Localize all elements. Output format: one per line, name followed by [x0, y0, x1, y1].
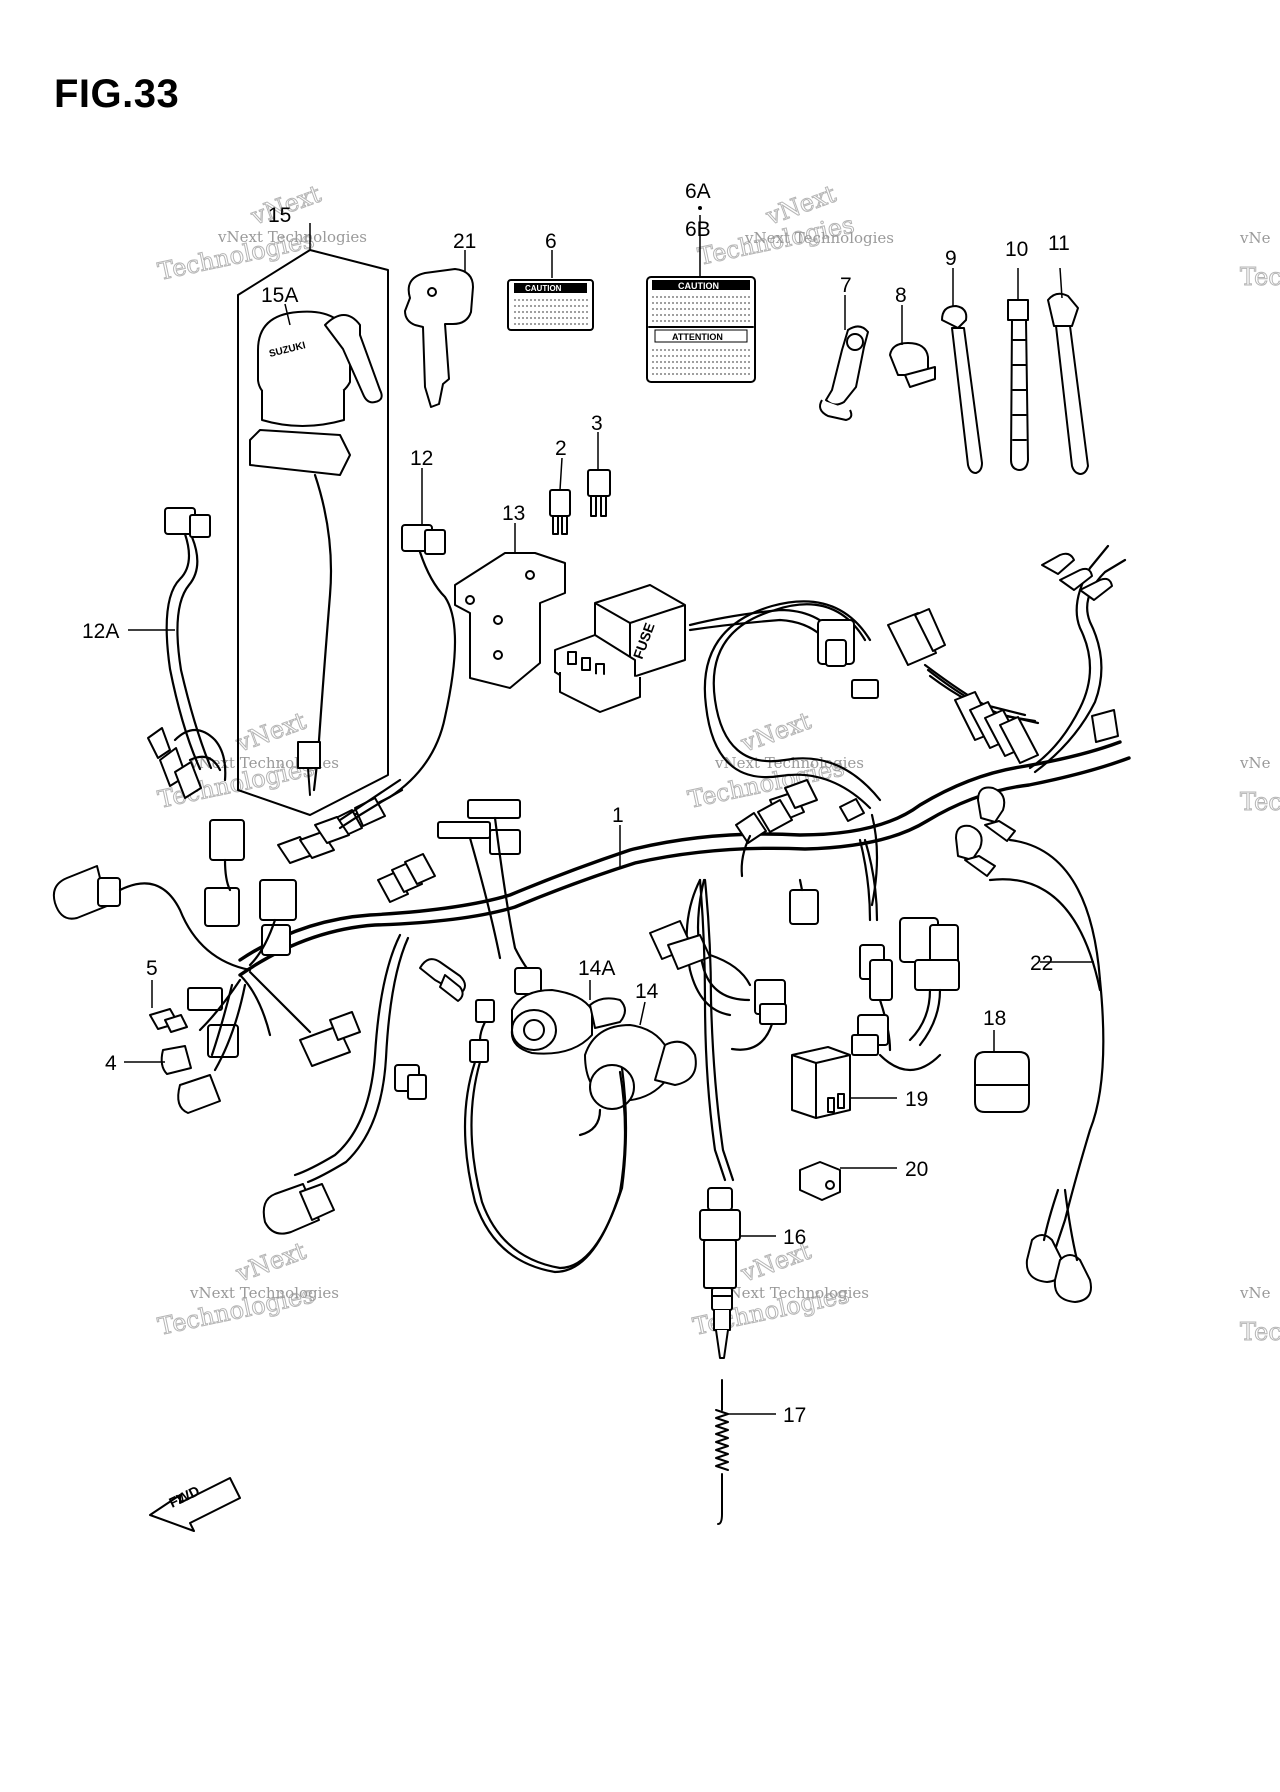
svg-text:Tec: Tec	[1240, 788, 1280, 816]
caution-small-text: CAUTION	[525, 284, 562, 293]
watermark-top-center: Technologies vNext Technologies vNext	[695, 179, 894, 271]
callout-3: 3	[591, 412, 603, 435]
callout-6a: 6A	[685, 180, 711, 203]
callout-14a: 14A	[578, 957, 615, 980]
cable-tie-9	[941, 305, 983, 474]
callout-21: 21	[453, 230, 476, 253]
callout-17: 17	[783, 1404, 806, 1427]
callout-14: 14	[635, 980, 659, 1003]
svg-text:vNext: vNext	[737, 707, 815, 758]
ignition-key	[404, 268, 474, 408]
callout-7: 7	[840, 274, 852, 297]
svg-text:vNe: vNe	[1239, 754, 1271, 772]
callout-12a: 12A	[82, 620, 119, 643]
main-wiring-harness	[238, 544, 1131, 1017]
sensor-16	[698, 878, 741, 1359]
leader-lines	[124, 215, 1094, 1415]
key-blank	[404, 268, 474, 408]
figure-title: FIG.33	[54, 72, 180, 116]
cable-tie-11	[1047, 292, 1089, 475]
svg-text:vNext Technologies: vNext Technologies	[217, 228, 367, 246]
callout-20: 20	[905, 1158, 928, 1181]
callout-4: 4	[105, 1052, 117, 1075]
svg-text:vNext Technologies: vNext Technologies	[719, 1284, 869, 1302]
callout-6: 6	[545, 230, 557, 253]
sub-harness-12a	[147, 507, 227, 799]
connector-cluster-center	[377, 779, 865, 1274]
ignition-key-inserted	[324, 314, 383, 404]
wire-clip-8	[889, 342, 936, 388]
callout-2: 2	[555, 437, 567, 460]
svg-text:vNext: vNext	[232, 1237, 310, 1288]
svg-text:vNext Technologies: vNext Technologies	[189, 1284, 339, 1302]
ignition-switch-lead	[312, 473, 333, 792]
callout-15: 15	[268, 204, 291, 227]
watermark-top-left: Technologies vNext Technologies vNext	[155, 179, 367, 286]
ignition-switch-connector	[297, 741, 321, 769]
callout-19: 19	[905, 1088, 928, 1111]
callout-15a: 15A	[261, 284, 298, 307]
callout-6b: 6B	[685, 218, 711, 241]
callout-8: 8	[895, 284, 907, 307]
ignition-switch-assembly: SUZUKI	[237, 249, 389, 816]
callout-12: 12	[410, 447, 433, 470]
callout-22: 22	[1030, 952, 1053, 975]
caution-attention-label: CAUTION ATTENTION	[646, 276, 756, 383]
callout-numbers: 15 15A 21 6 6A 6B 7 8 9 10 11 12 12A 13 …	[82, 180, 1070, 1427]
forward-arrow: FWD	[149, 1477, 241, 1532]
watermark-bottom-left: Technologies vNext Technologies vNext	[155, 1236, 339, 1341]
caution-label-small: CAUTION	[507, 279, 594, 331]
callout-11: 11	[1048, 232, 1070, 255]
fuse-box-bracket	[454, 552, 566, 689]
watermark-right-edge: vNe Tec vNe Tec vNe Tec	[1239, 229, 1280, 1347]
fuse-2	[549, 489, 571, 535]
sub-harness-12	[331, 524, 457, 839]
callout-1: 1	[612, 804, 624, 827]
callout-10: 10	[1005, 238, 1028, 261]
svg-text:vNext Technologies: vNext Technologies	[744, 229, 894, 247]
wire-clamp-7	[819, 325, 869, 421]
callout-13: 13	[502, 502, 525, 525]
ignition-switch-cylinder	[261, 390, 345, 427]
spring-17	[715, 1379, 729, 1525]
svg-text:Tec: Tec	[1240, 1318, 1280, 1346]
attention-text: ATTENTION	[672, 332, 723, 342]
cable-tie-10	[1007, 299, 1029, 471]
fuse-box: FUSE	[554, 584, 842, 713]
callout-16: 16	[783, 1226, 806, 1249]
svg-text:vNe: vNe	[1239, 229, 1271, 247]
svg-text:Tec: Tec	[1240, 263, 1280, 291]
callout-18: 18	[983, 1007, 1006, 1030]
connector-cluster-left	[52, 778, 427, 1235]
caution-large-text: CAUTION	[678, 281, 719, 291]
fuse-3	[587, 469, 611, 517]
callout-9: 9	[945, 247, 957, 270]
callout-5: 5	[146, 957, 158, 980]
connector-cluster-upper-right	[817, 552, 1119, 764]
svg-text:vNe: vNe	[1239, 1284, 1271, 1302]
ignition-switch-mount	[249, 429, 351, 476]
connector-cluster-right-middle	[791, 786, 1105, 1303]
